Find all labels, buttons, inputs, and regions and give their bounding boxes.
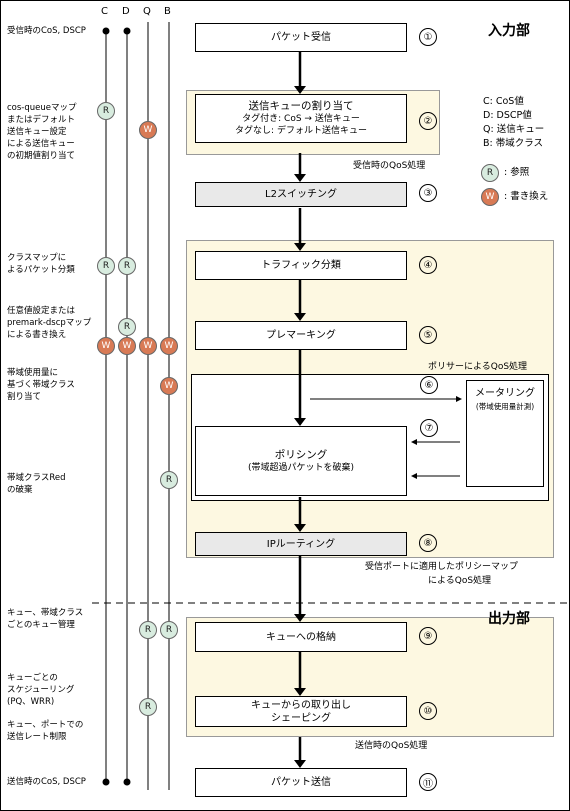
policy-map-caption-line2: によるQoS処理 xyxy=(428,576,492,586)
badge-q-write-queue-init: W xyxy=(139,121,157,139)
step-6-number: ⑥ xyxy=(420,376,438,394)
legend-ref-badge: R xyxy=(481,164,499,182)
step-3-box: L2スイッチング xyxy=(195,182,407,207)
badge-d-write-premark: W xyxy=(118,337,136,355)
step-2-box: 送信キューの割り当て タグ付き: CoS → 送信キュー タグなし: デフォルト… xyxy=(195,94,407,143)
badge-b-ref-red: R xyxy=(160,471,178,489)
step-3-number: ③ xyxy=(419,184,437,202)
step-9-title: キューへの格納 xyxy=(266,631,336,643)
step-1-title: パケット受信 xyxy=(271,32,331,43)
step-4-title: トラフィック分類 xyxy=(261,260,341,271)
metering-title: メータリング xyxy=(475,388,535,399)
step-2-title: 送信キューの割り当て xyxy=(248,100,354,112)
step-10-number: ⑩ xyxy=(419,702,437,720)
legend-dscp: D: DSCP値 xyxy=(483,110,532,121)
legend-queue: Q: 送信キュー xyxy=(483,124,545,135)
step-2-line1: タグ付き: CoS → 送信キュー xyxy=(242,114,360,124)
badge-d-ref-premark: R xyxy=(118,318,136,336)
step-2-number: ② xyxy=(419,112,437,130)
column-header-d: D xyxy=(122,6,130,17)
legend-cos: C: CoS値 xyxy=(483,96,524,107)
badge-q-write-premark: W xyxy=(139,337,157,355)
badge-q-ref-scheduling: R xyxy=(139,698,157,716)
badge-d-ref-classify: R xyxy=(118,257,136,275)
step-7-sub: (帯域超過パケットを破棄) xyxy=(247,462,355,473)
column-header-q: Q xyxy=(143,6,151,17)
step-11-box: パケット送信 xyxy=(195,768,407,797)
badge-c-write-premark: W xyxy=(97,337,115,355)
step-11-number: ⑪ xyxy=(419,773,437,791)
badge-b-write-premark: W xyxy=(160,337,178,355)
step-10-sub: シェーピング xyxy=(271,712,331,724)
side-label-rx-cos-dscp: 受信時のCoS, DSCP xyxy=(7,26,86,36)
step-11-title: パケット送信 xyxy=(271,777,331,788)
badge-b-write-band: W xyxy=(160,377,178,395)
side-label-tx-cos-dscp: 送信時のCoS, DSCP xyxy=(7,777,86,787)
metering-box: メータリング (帯域使用量計測) xyxy=(466,380,544,487)
legend-write-text: : 書き換え xyxy=(504,191,549,202)
column-header-b: B xyxy=(164,6,171,17)
side-label-premark: 任意値設定または premark-dscpマップ による書き換え xyxy=(7,306,92,340)
policer-caption: ポリサーによるQoS処理 xyxy=(428,362,528,372)
section-input: 入力部 xyxy=(488,23,530,39)
side-label-red-drop: 帯域クラスRed の破棄 xyxy=(7,473,66,495)
step-1-box: パケット受信 xyxy=(195,23,407,52)
tx-qos-caption: 送信時のQoS処理 xyxy=(355,741,428,751)
step-4-number: ④ xyxy=(419,256,437,274)
legend-band: B: 帯域クラス xyxy=(483,138,544,149)
badge-b-ref-queue-mgmt: R xyxy=(160,621,178,639)
step-2-line2: タグなし: デフォルト送信キュー xyxy=(235,126,367,136)
step-4-box: トラフィック分類 xyxy=(195,251,407,280)
step-10-title: キューからの取り出し xyxy=(251,699,351,711)
policy-map-caption-line1: 受信ポートに適用したポリシーマップ xyxy=(365,562,519,572)
step-9-number: ⑨ xyxy=(419,627,437,645)
side-label-queue-init: cos-queueマップ またはデフォルト 送信キュー設定 による送信キュー の… xyxy=(7,103,77,161)
rx-qos-caption: 受信時のQoS処理 xyxy=(353,161,426,171)
step-3-title: L2スイッチング xyxy=(265,189,337,200)
step-5-number: ⑤ xyxy=(419,326,437,344)
legend-write-badge: W xyxy=(481,188,499,206)
step-7-number: ⑦ xyxy=(420,419,438,437)
step-5-title: プレマーキング xyxy=(266,330,336,341)
badge-c-ref-classify: R xyxy=(97,257,115,275)
side-label-queue-mgmt: キュー、帯域クラス ごとのキュー管理 xyxy=(7,608,84,630)
step-7-box: ポリシング (帯域超過パケットを破棄) xyxy=(195,426,407,496)
step-7-title: ポリシング xyxy=(274,448,328,461)
side-label-band-assign: 帯域使用量に 基づく帯域クラス 割り当て xyxy=(7,368,75,402)
step-5-box: プレマーキング xyxy=(195,321,407,350)
step-9-box: キューへの格納 xyxy=(195,622,407,652)
step-8-title: IPルーティング xyxy=(266,538,336,550)
section-output: 出力部 xyxy=(488,611,530,627)
step-8-number: ⑧ xyxy=(419,534,437,552)
step-8-box: IPルーティング xyxy=(195,532,407,556)
legend-ref-text: : 参照 xyxy=(504,167,530,178)
side-label-scheduling: キューごとの スケジューリング (PQ、WRR) xyxy=(7,673,75,707)
column-header-c: C xyxy=(101,6,108,17)
step-10-box: キューからの取り出し シェーピング xyxy=(195,696,407,727)
step-1-number: ① xyxy=(419,28,437,46)
badge-q-ref-queue-mgmt: R xyxy=(139,621,157,639)
metering-sub: (帯域使用量計測) xyxy=(475,402,535,411)
side-label-classmap: クラスマップに よるパケット分類 xyxy=(7,253,75,275)
badge-c-ref-queue-init: R xyxy=(97,102,115,120)
side-label-rate-limit: キュー、ポートでの 送信レート制限 xyxy=(7,720,84,742)
